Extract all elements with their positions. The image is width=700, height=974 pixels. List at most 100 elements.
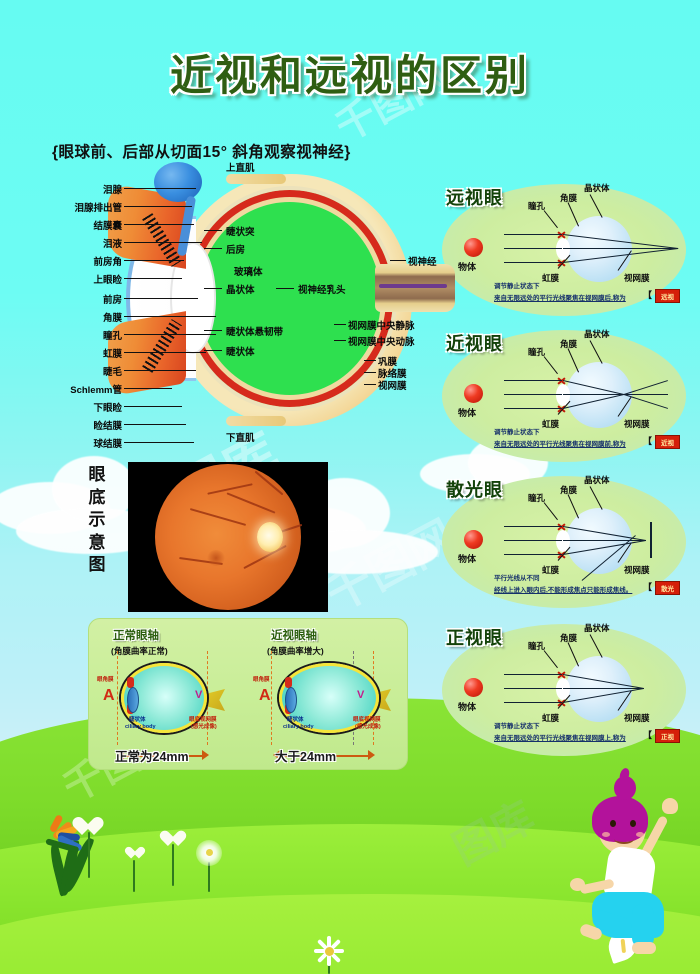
axial-right-measure-row: [273, 749, 375, 761]
anatomy-label-left: 泪腺: [102, 185, 122, 196]
anatomy-label-center: 视神经乳头: [298, 285, 346, 296]
anatomy-label-right: 视神经: [408, 257, 437, 268]
label-cornea: 角膜: [560, 193, 578, 203]
panel-astigmatism: 散光眼 物体 瞳孔 角膜 晶状体 虹膜 视网膜 平行光线从不同 经线上进入眼内后…: [432, 468, 694, 616]
anatomy-leader-line: [124, 298, 198, 299]
anatomy-label-left: 睫毛: [102, 367, 122, 378]
anatomy-leader-line: [124, 260, 184, 261]
axial-left-ciliary-label-en: ciliary body: [125, 724, 156, 730]
anatomy-label-right: 巩膜: [378, 357, 398, 368]
axial-right-measurement: 大于24mm: [275, 750, 337, 764]
label-cornea: 角膜: [560, 339, 578, 349]
incoming-light-ray: [504, 554, 562, 556]
panel-badge: 散光: [655, 581, 680, 595]
anatomy-label-left: 角膜: [102, 313, 122, 324]
axial-left-title: 正常眼轴: [113, 630, 159, 642]
focal-line-marker: [650, 522, 652, 558]
caption-bracket: 【: [642, 730, 652, 740]
retinal-vessel: [254, 470, 284, 496]
object-marker: [464, 384, 483, 403]
anatomy-label-left: 虹膜: [102, 349, 122, 360]
retinal-vessel: [226, 492, 276, 514]
axial-left-marker-a: A: [103, 687, 115, 704]
label-lens: 晶状体: [584, 183, 610, 193]
incoming-light-ray: [504, 688, 562, 690]
axial-right-lens: [285, 687, 297, 713]
label-pupil: 瞳孔: [528, 201, 546, 211]
panel-caption-line2: 来自无限远处的平行光线聚焦在视网膜后,称为: [494, 295, 626, 302]
label-retina: 视网膜: [624, 419, 650, 429]
object-label: 物体: [458, 262, 477, 272]
anatomy-label-right: 视网膜中央动脉: [348, 337, 415, 348]
axial-left-cornea-label: 眼角膜: [97, 677, 114, 683]
axial-right-cornea-label: 眼角膜: [253, 677, 270, 683]
axial-right-dash-front: [271, 651, 272, 745]
anatomy-leader-line: [204, 230, 222, 231]
refracted-light-ray: [563, 540, 646, 542]
axial-left-ciliary-label: 睫状体: [129, 717, 146, 723]
anatomy-leader-line: [124, 424, 186, 425]
axial-left-retina-sub: (感光成像): [191, 724, 217, 730]
fundus-vertical-title: 眼底示意图: [88, 465, 106, 575]
girl-cheek-left: [602, 832, 610, 837]
panel-caption-line1: 调节静止状态下: [494, 723, 540, 730]
incoming-light-ray: [504, 408, 562, 410]
panel-emmetropia: 正视眼 物体 瞳孔 角膜 晶状体 虹膜 视网膜 调节静止状态下 来自无限远处的平…: [432, 616, 694, 764]
label-retina: 视网膜: [624, 273, 650, 283]
incoming-light-ray: [504, 540, 562, 542]
retinal-vessel: [189, 508, 247, 526]
anatomy-leader-line: [124, 442, 194, 443]
anatomy-label-left: 泪液: [102, 239, 122, 250]
panel-hyperopia: 远视眼 物体 瞳孔 角膜 晶状体 虹膜 视网膜 调节静止状态下 来自无限远处的平…: [432, 176, 694, 324]
lacrimal-gland-shape: [154, 162, 202, 202]
panel-title: 远视眼: [446, 188, 503, 208]
anatomy-leader-line: [124, 352, 206, 353]
object-marker: [464, 238, 483, 257]
anatomy-label-left: 前房角: [93, 257, 122, 268]
girl-cheek-right: [636, 832, 644, 837]
refracted-light-ray: [563, 394, 624, 396]
title-container: 近视和远视的区别: [0, 42, 700, 103]
heart-flower-head: [77, 818, 99, 838]
anatomy-leader-line: [124, 334, 216, 335]
heart-flower-stem: [133, 860, 135, 892]
axial-right-arrow-right: [368, 750, 375, 760]
inferior-rectus-muscle: [226, 416, 286, 426]
axial-left-arrow-right: [202, 750, 209, 760]
cartoon-girl-illustration: [562, 766, 692, 974]
anatomy-leader-line: [364, 360, 376, 361]
anatomy-label-left: 瞳孔: [102, 331, 122, 342]
anatomy-label-left: Schlemm管: [70, 385, 122, 396]
axial-right-title: 近视眼轴: [271, 630, 317, 642]
object-marker: [464, 678, 483, 697]
label-pupil: 瞳孔: [528, 493, 546, 503]
diverging-light-ray: [624, 394, 668, 396]
panel-badge: 远视: [655, 289, 680, 303]
incoming-light-ray: [504, 394, 562, 396]
anatomy-label-left: 前房: [102, 295, 122, 306]
page-title: 近视和远视的区别: [169, 52, 530, 99]
panel-badge: 近视: [655, 435, 680, 449]
axial-right-retina-label: 眼底视网膜: [353, 717, 381, 723]
macula-region: [207, 550, 225, 566]
axial-right-marker-a: A: [259, 687, 271, 704]
anatomy-label-center: 睫状体悬韧带: [226, 327, 284, 338]
anatomy-label-left: 睑结膜: [93, 421, 122, 432]
incoming-light-ray: [504, 702, 562, 704]
heart-flower-head: [128, 848, 142, 861]
panel-caption-line2: 来自无限远处的平行光线聚焦在视网膜前,称为: [494, 441, 626, 448]
incoming-light-ray: [504, 248, 562, 250]
anatomy-leader-line: [124, 224, 194, 225]
retina-surface: [155, 464, 303, 610]
anatomy-label-right: 脉络膜: [378, 369, 407, 380]
axial-left-subtitle: (角膜曲率正常): [111, 646, 168, 656]
girl-lowered-hand: [570, 878, 585, 891]
fundus-photograph: [128, 462, 328, 612]
label-cornea: 角膜: [560, 633, 578, 643]
axial-left-measurement: 正常为24mm: [115, 750, 189, 764]
incoming-light-ray: [504, 262, 562, 264]
anatomy-leader-line: [124, 406, 182, 407]
superior-rectus-muscle: [226, 174, 286, 184]
daisy-petal: [327, 936, 331, 950]
